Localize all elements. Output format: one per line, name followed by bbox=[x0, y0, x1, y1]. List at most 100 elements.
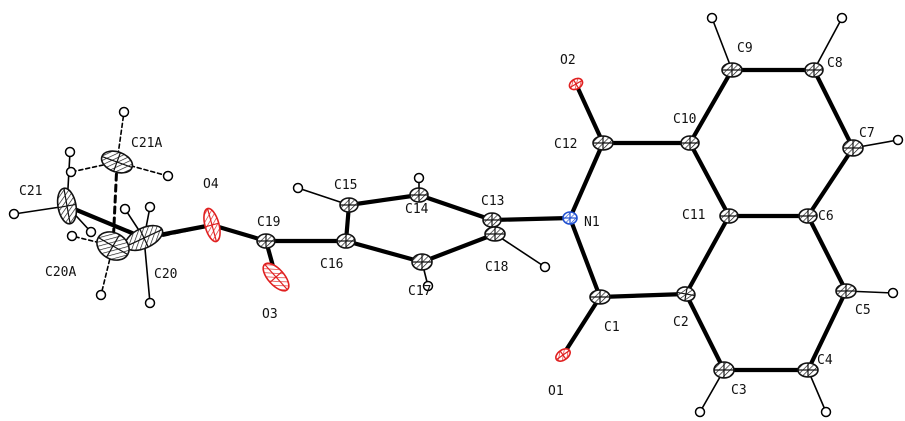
hydrogen-atom bbox=[162, 170, 174, 182]
hydrogen-atom bbox=[118, 106, 130, 118]
bond-C10-C9 bbox=[687, 67, 735, 146]
atom-label-c12: C12 bbox=[554, 137, 577, 152]
hydrogen-atom bbox=[892, 134, 904, 146]
bond-C12-N1 bbox=[567, 140, 606, 221]
atom-label-o4: O4 bbox=[203, 177, 219, 192]
atom-c1 bbox=[589, 289, 611, 305]
bond-N1-C13 bbox=[489, 215, 573, 223]
hydrogen-atom bbox=[820, 406, 832, 418]
atom-label-c16: C16 bbox=[320, 257, 343, 272]
hydrogen-atom bbox=[95, 289, 107, 301]
atom-c11 bbox=[719, 208, 739, 224]
atom-label-c10: C10 bbox=[673, 112, 696, 127]
atom-label-c13: C13 bbox=[481, 194, 504, 209]
atom-label-c20: C20 bbox=[154, 267, 177, 282]
atom-label-c21a: C21A bbox=[131, 136, 162, 151]
atom-o2 bbox=[568, 77, 584, 91]
atom-c13 bbox=[482, 212, 502, 228]
bond-C17-C18 bbox=[419, 231, 498, 265]
bond-C4-C5 bbox=[805, 288, 849, 373]
atom-c18 bbox=[484, 226, 506, 242]
h-bond-C8-4 bbox=[813, 17, 843, 71]
hydrogen-atom bbox=[64, 146, 76, 158]
bond-C14-C15 bbox=[346, 192, 422, 208]
hydrogen-atom bbox=[119, 203, 131, 215]
bond-C1-O1 bbox=[560, 294, 603, 358]
atom-label-c21: C21 bbox=[19, 184, 42, 199]
atom-label-c20a: C20A bbox=[45, 265, 76, 280]
hydrogen-atom bbox=[887, 287, 899, 299]
atoms-layer bbox=[56, 62, 864, 379]
atom-label-c8: C8 bbox=[827, 56, 843, 71]
bond-C8-C7 bbox=[811, 67, 856, 151]
atom-label-c2: C2 bbox=[673, 315, 689, 330]
atom-c4 bbox=[797, 362, 819, 378]
atom-label-c6: C6 bbox=[818, 209, 834, 224]
atom-c9 bbox=[721, 62, 743, 78]
hydrogen-atom bbox=[144, 297, 156, 309]
hydrogen-atom bbox=[8, 208, 20, 220]
atom-c2 bbox=[676, 286, 696, 302]
bond-C7-C6 bbox=[805, 145, 856, 219]
atom-label-c17: C17 bbox=[408, 284, 431, 299]
atom-c10 bbox=[680, 135, 700, 151]
atom-c12 bbox=[592, 135, 614, 151]
atom-c8 bbox=[804, 62, 824, 78]
atom-label-c4: C4 bbox=[817, 353, 833, 368]
hydrogen-atom bbox=[144, 201, 156, 213]
bond-C12-O2 bbox=[573, 81, 606, 146]
atom-c16 bbox=[336, 233, 356, 249]
hydrogen-atom bbox=[413, 172, 425, 184]
hydrogen-atom bbox=[539, 261, 551, 273]
atom-c7 bbox=[842, 139, 864, 157]
bond-C1-C2 bbox=[597, 291, 689, 300]
bond-C16-C17 bbox=[343, 238, 425, 265]
atom-label-o3: O3 bbox=[262, 307, 278, 322]
h-bond-C9-5 bbox=[711, 17, 733, 71]
h-bond-C18-9 bbox=[494, 233, 546, 268]
hydrogen-atom bbox=[836, 12, 848, 24]
atom-c21 bbox=[56, 187, 78, 225]
atom-o1 bbox=[555, 348, 571, 362]
atom-c19 bbox=[256, 233, 276, 249]
atom-o3 bbox=[262, 262, 290, 292]
atom-c15 bbox=[339, 197, 359, 213]
atom-n1 bbox=[562, 211, 578, 225]
bond-C11-C2 bbox=[683, 213, 732, 297]
atom-label-c5: C5 bbox=[855, 303, 871, 318]
atom-label-o1: O1 bbox=[548, 384, 564, 399]
atom-label-n1: N1 bbox=[584, 215, 600, 230]
hydrogen-atom bbox=[65, 166, 77, 178]
hydrogen-atom bbox=[292, 182, 304, 194]
atom-c14 bbox=[409, 187, 429, 203]
atom-label-c19: C19 bbox=[257, 215, 280, 230]
atom-c21a bbox=[100, 150, 134, 174]
atom-label-c9: C9 bbox=[737, 41, 753, 56]
hydrogen-atom bbox=[85, 226, 97, 238]
atom-c6 bbox=[798, 208, 818, 224]
atom-c5 bbox=[835, 283, 857, 299]
atom-label-c18: C18 bbox=[485, 260, 508, 275]
bond-C20-C21 bbox=[64, 203, 147, 241]
bond-C1-N1 bbox=[567, 215, 603, 300]
atom-label-c3: C3 bbox=[731, 383, 747, 398]
bond-C2-C3 bbox=[683, 291, 727, 373]
atom-o4 bbox=[203, 207, 221, 243]
atom-label-o2: O2 bbox=[560, 53, 576, 68]
hydrogen-atom bbox=[66, 230, 78, 242]
atom-label-c7: C7 bbox=[859, 126, 875, 141]
bond-C11-C10 bbox=[687, 140, 732, 219]
hydrogen-atom bbox=[694, 406, 706, 418]
atom-c20a bbox=[96, 231, 130, 261]
hydrogen-atom bbox=[706, 12, 718, 24]
hydrogen-atom bbox=[422, 280, 434, 292]
bonds-layer bbox=[64, 67, 856, 373]
atom-label-c15: C15 bbox=[334, 178, 357, 193]
atom-c3 bbox=[713, 361, 735, 379]
atom-label-c1: C1 bbox=[604, 320, 620, 335]
bond-C13-C14 bbox=[416, 192, 495, 223]
atom-label-c14: C14 bbox=[405, 202, 429, 217]
atom-c17 bbox=[411, 253, 433, 271]
